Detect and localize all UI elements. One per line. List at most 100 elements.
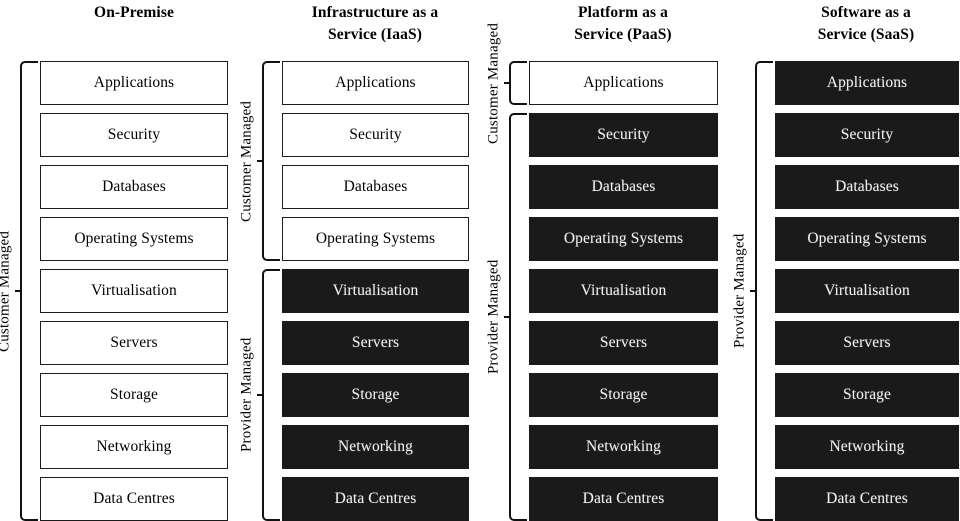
bracket-label-iaas-customer-managed: Customer Managed — [238, 100, 255, 222]
bracket-paas-provider-managed — [504, 113, 527, 521]
bracket-iaas-customer-managed — [257, 61, 280, 261]
bracket-nub — [257, 160, 264, 162]
bracket-label-saas-provider-managed: Provider Managed — [731, 233, 748, 349]
layer-box-on-premise-servers[interactable]: Servers — [40, 321, 228, 365]
column-header-iaas: Infrastructure as a Service (IaaS) — [235, 2, 515, 46]
bracket-nub — [504, 316, 511, 318]
layer-label: Security — [107, 126, 161, 143]
layer-label: Operating Systems — [74, 230, 194, 247]
layer-box-on-premise-operating-systems[interactable]: Operating Systems — [40, 217, 228, 261]
bracket-iaas-provider-managed — [257, 269, 280, 521]
layer-label: Applications — [583, 74, 664, 91]
layer-label: Operating Systems — [807, 230, 927, 247]
layer-box-paas-virtualisation[interactable]: Virtualisation — [529, 269, 718, 313]
layer-box-paas-applications[interactable]: Applications — [529, 61, 718, 105]
layer-box-iaas-virtualisation[interactable]: Virtualisation — [282, 269, 469, 313]
layer-box-iaas-servers[interactable]: Servers — [282, 321, 469, 365]
column-header-line: Software as a — [821, 4, 911, 21]
layer-box-saas-operating-systems[interactable]: Operating Systems — [775, 217, 959, 261]
layer-box-on-premise-databases[interactable]: Databases — [40, 165, 228, 209]
layer-label: Data Centres — [826, 490, 908, 507]
layer-box-on-premise-storage[interactable]: Storage — [40, 373, 228, 417]
column-header-line: On-Premise — [94, 4, 174, 21]
layer-label: Applications — [335, 74, 416, 91]
layer-label: Databases — [835, 178, 899, 195]
layer-box-saas-virtualisation[interactable]: Virtualisation — [775, 269, 959, 313]
layer-box-on-premise-applications[interactable]: Applications — [40, 61, 228, 105]
layer-label: Storage — [351, 386, 400, 403]
layer-label: Operating Systems — [315, 230, 436, 247]
layer-box-saas-servers[interactable]: Servers — [775, 321, 959, 365]
layer-label: Servers — [110, 334, 158, 351]
layer-box-saas-data-centres[interactable]: Data Centres — [775, 477, 959, 521]
layer-box-paas-security[interactable]: Security — [529, 113, 718, 157]
column-header-line: Service (SaaS) — [817, 26, 915, 43]
layer-label: Servers — [351, 334, 400, 351]
column-header-line: Service (PaaS) — [574, 26, 672, 43]
column-header-line: Infrastructure as a — [311, 4, 439, 21]
bracket-label-on-premise-customer-managed: Customer Managed — [0, 230, 13, 352]
layer-label: Security — [597, 126, 650, 143]
layer-box-paas-networking[interactable]: Networking — [529, 425, 718, 469]
layer-label: Virtualisation — [332, 282, 419, 299]
layer-label: Storage — [109, 386, 159, 403]
layer-box-saas-storage[interactable]: Storage — [775, 373, 959, 417]
layer-box-iaas-data-centres[interactable]: Data Centres — [282, 477, 469, 521]
bracket-nub — [504, 82, 511, 84]
layer-box-iaas-storage[interactable]: Storage — [282, 373, 469, 417]
layer-box-paas-storage[interactable]: Storage — [529, 373, 718, 417]
layer-label: Virtualisation — [824, 282, 910, 299]
layer-label: Security — [349, 126, 402, 143]
column-header-saas: Software as a Service (SaaS) — [726, 2, 960, 46]
layer-label: Databases — [591, 178, 656, 195]
bracket-on-premise-customer-managed — [15, 61, 38, 521]
layer-label: Storage — [842, 386, 892, 403]
layer-label: Data Centres — [93, 490, 175, 507]
layer-label: Operating Systems — [563, 230, 684, 247]
layer-label: Storage — [599, 386, 648, 403]
layer-label: Virtualisation — [91, 282, 177, 299]
layer-label: Servers — [843, 334, 891, 351]
layer-box-iaas-networking[interactable]: Networking — [282, 425, 469, 469]
layer-box-saas-networking[interactable]: Networking — [775, 425, 959, 469]
layer-box-paas-databases[interactable]: Databases — [529, 165, 718, 209]
layer-box-paas-data-centres[interactable]: Data Centres — [529, 477, 718, 521]
column-header-paas: Platform as a Service (PaaS) — [483, 2, 763, 46]
layer-label: Networking — [829, 438, 905, 455]
layer-box-iaas-applications[interactable]: Applications — [282, 61, 469, 105]
layer-box-on-premise-virtualisation[interactable]: Virtualisation — [40, 269, 228, 313]
layer-box-on-premise-security[interactable]: Security — [40, 113, 228, 157]
bracket-nub — [750, 290, 757, 292]
layer-box-iaas-databases[interactable]: Databases — [282, 165, 469, 209]
layer-label: Servers — [599, 334, 648, 351]
column-header-on-premise: On-Premise — [0, 2, 274, 24]
layer-box-paas-servers[interactable]: Servers — [529, 321, 718, 365]
layer-label: Applications — [826, 74, 908, 91]
layer-box-on-premise-networking[interactable]: Networking — [40, 425, 228, 469]
layer-box-on-premise-data-centres[interactable]: Data Centres — [40, 477, 228, 521]
column-header-line: Service (IaaS) — [328, 26, 422, 43]
bracket-label-iaas-provider-managed: Provider Managed — [238, 337, 255, 453]
bracket-nub — [15, 290, 22, 292]
layer-label: Security — [840, 126, 894, 143]
layer-box-saas-applications[interactable]: Applications — [775, 61, 959, 105]
bracket-paas-customer-managed — [504, 61, 527, 105]
bracket-saas-provider-managed — [750, 61, 773, 521]
layer-label: Databases — [102, 178, 166, 195]
layer-box-saas-security[interactable]: Security — [775, 113, 959, 157]
layer-label: Databases — [343, 178, 408, 195]
layer-box-iaas-security[interactable]: Security — [282, 113, 469, 157]
layer-box-saas-databases[interactable]: Databases — [775, 165, 959, 209]
bracket-label-paas-provider-managed: Provider Managed — [485, 259, 502, 375]
layer-label: Data Centres — [334, 490, 417, 507]
layer-label: Networking — [585, 438, 662, 455]
layer-box-paas-operating-systems[interactable]: Operating Systems — [529, 217, 718, 261]
layer-label: Networking — [337, 438, 414, 455]
bracket-label-paas-customer-managed: Customer Managed — [485, 22, 502, 144]
layer-label: Virtualisation — [580, 282, 667, 299]
layer-box-iaas-operating-systems[interactable]: Operating Systems — [282, 217, 469, 261]
column-header-line: Platform as a — [578, 4, 668, 21]
layer-label: Applications — [93, 74, 175, 91]
layer-label: Networking — [96, 438, 172, 455]
